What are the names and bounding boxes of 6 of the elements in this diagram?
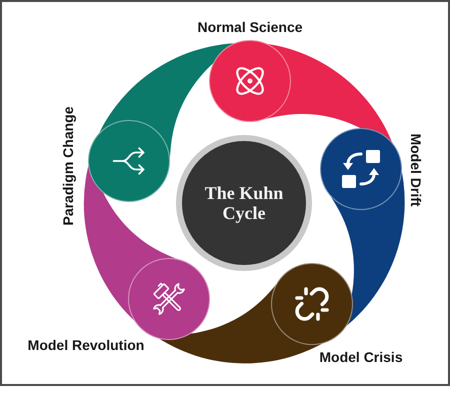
stage-label: Paradigm Change	[59, 106, 77, 226]
stage-label: Model Revolution	[28, 336, 144, 354]
stage-label: Normal Science	[197, 18, 303, 36]
center-title: The Kuhn Cycle	[204, 183, 284, 223]
stage-label: Model Drift	[406, 133, 425, 207]
stage-label: Model Crisis	[319, 348, 403, 366]
